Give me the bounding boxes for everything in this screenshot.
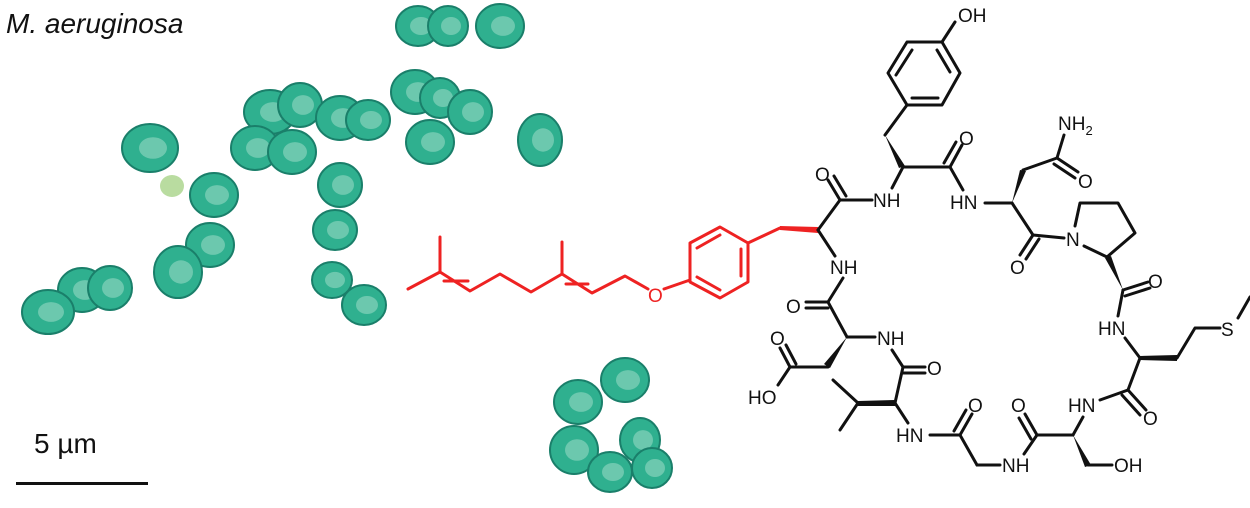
asn-side-o-label: O <box>1078 172 1093 193</box>
tyr-carbonyl-o-label: O <box>959 129 974 150</box>
hn-label: HN <box>1068 396 1095 417</box>
nh-label: NH <box>1002 456 1029 477</box>
pro-carbonyl-o-label: O <box>1148 272 1163 293</box>
pale-cell <box>160 175 184 197</box>
cell-highlight <box>139 137 167 159</box>
cell-highlight <box>356 296 378 314</box>
cell-highlight <box>201 235 225 255</box>
cell-highlight <box>441 17 461 35</box>
met-o-label: O <box>1143 409 1158 430</box>
scale-bar-label: 5 µm <box>34 428 97 459</box>
cyclic-peptide: OH O NH2 O NH HN O N O O NH O NH O HO O … <box>748 6 1250 477</box>
cell-highlight <box>283 142 307 162</box>
pro-o-label: O <box>1010 258 1025 279</box>
tyr-oh-label: OH <box>958 6 987 27</box>
hn-label: HN <box>1098 319 1125 340</box>
cell-highlight <box>569 392 593 412</box>
micrograph-cells <box>21 3 673 493</box>
nh-label: NH <box>877 329 904 350</box>
organism-label: M. aeruginosa <box>6 8 184 39</box>
cell-highlight <box>292 95 314 115</box>
ser-oh-label: OH <box>1114 456 1143 477</box>
asp-o-label: O <box>770 329 785 350</box>
cell-highlight <box>205 185 229 205</box>
cell-highlight <box>410 17 432 35</box>
cell-highlight <box>332 175 354 195</box>
nh-label: NH <box>830 258 857 279</box>
cell-highlight <box>491 16 515 36</box>
met-s-label: S <box>1221 320 1234 341</box>
cell-highlight <box>602 463 624 481</box>
cell-highlight <box>38 302 64 322</box>
val-o-label: O <box>927 359 942 380</box>
prenyl-tyrosine-red: O <box>406 225 818 307</box>
cell-highlight <box>433 89 453 107</box>
cell-highlight <box>246 138 270 158</box>
scale-bar <box>16 482 148 485</box>
hn-label: HN <box>896 426 923 447</box>
cell-highlight <box>325 271 345 289</box>
cell-highlight <box>565 439 589 461</box>
ether-oxygen-label: O <box>648 286 663 307</box>
asn-nh2-label: NH2 <box>1058 114 1093 138</box>
gly-o-label: O <box>968 396 983 417</box>
cell-highlight <box>421 132 445 152</box>
cell-highlight <box>169 260 193 284</box>
cell-highlight <box>360 111 382 129</box>
carbonyl-o-label: O <box>786 297 801 318</box>
cell-highlight <box>462 102 484 122</box>
hn-label: HN <box>950 193 977 214</box>
cell-highlight <box>616 370 640 390</box>
cell-highlight <box>633 430 653 450</box>
carbonyl-o-label: O <box>815 165 830 186</box>
cell-highlight <box>102 278 124 298</box>
cell-highlight <box>327 221 349 239</box>
nh-label: NH <box>873 191 900 212</box>
asp-ho-label: HO <box>748 388 777 409</box>
ser-o-label: O <box>1011 396 1026 417</box>
cell-highlight <box>645 459 665 477</box>
cell-highlight <box>532 128 554 152</box>
pro-n-label: N <box>1066 230 1080 251</box>
